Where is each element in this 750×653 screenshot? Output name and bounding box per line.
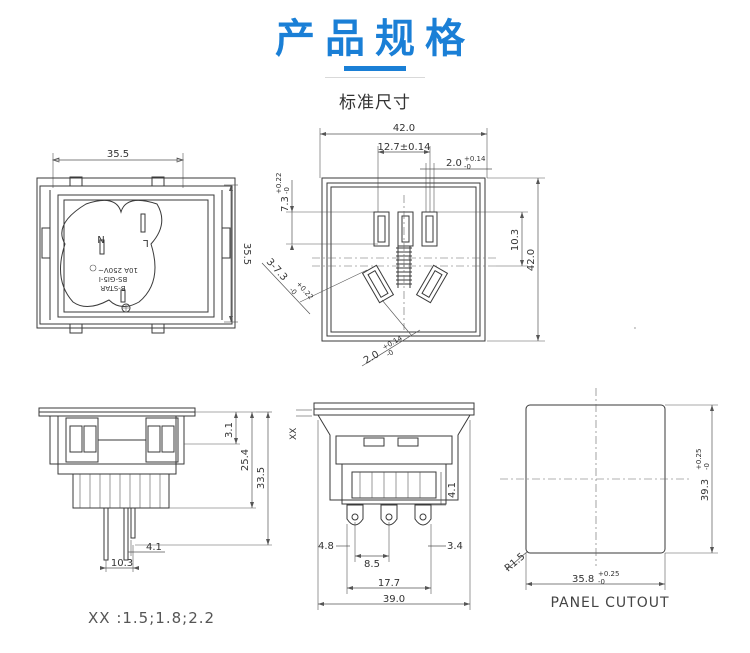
rear-dim-3-4-label: 3.4 xyxy=(447,541,463,552)
slot-depth-label: 7.3 xyxy=(280,196,291,212)
side-dim-top-label: 3.1 xyxy=(224,422,235,438)
slot-width-tol-upper: +0.14 xyxy=(464,155,486,163)
slant-depth-label: 3-7.3 xyxy=(264,257,289,284)
marking-line-2: BS-GI5-I xyxy=(99,275,127,283)
panel-cutout-caption: PANEL CUTOUT xyxy=(550,595,669,611)
front-width-label: 35.5 xyxy=(107,149,129,160)
side-dim-total-label: 33.5 xyxy=(256,467,267,489)
front-view: 35.5 N L B-STAR BS-GI5-I 10A 250V~ xyxy=(36,149,252,334)
cutout-width-tol-lower: -0 xyxy=(598,578,605,586)
side-pin-pitch-label: 10.3 xyxy=(111,558,133,569)
cutout-height-label: 39.3 xyxy=(700,479,711,501)
cutout-width-label: 35.8 xyxy=(572,574,594,585)
rear-dim-4-1-label: 4.1 xyxy=(447,482,458,498)
side-view: 3.1 25.4 33.5 4.1 10.3 xyxy=(38,407,272,572)
pin-l-label: L xyxy=(143,237,149,248)
rear-dim-39-0-label: 39.0 xyxy=(383,594,405,605)
rear-dim-17-7-label: 17.7 xyxy=(378,578,400,589)
slot-spacing-label: 12.7±0.14 xyxy=(378,142,431,153)
rear-dim-4-8-label: 4.8 xyxy=(318,541,334,552)
flange-thickness-note: XX :1.5;1.8;2.2 xyxy=(88,609,215,627)
slant-width-label: 2.0 xyxy=(362,349,381,366)
panel-cutout-view: 39.3 +0.25 -0 35.8 +0.25 -0 R1.5 PANEL C… xyxy=(500,388,718,611)
face-view: 42.0 12.7±0.14 2.0 +0.14 -0 7.3 +0.22 -0 xyxy=(261,123,545,367)
flange-xx-label: XX xyxy=(289,428,299,440)
rear-view: XX 4.1 4.8 3.4 xyxy=(289,402,475,610)
marking-line-1: B-STAR xyxy=(100,284,125,292)
slant-width-tol-lower: -0 xyxy=(385,348,395,358)
page-title: 产品规格 xyxy=(275,16,475,62)
slant-depth-tol-lower: -0 xyxy=(288,286,299,297)
cutout-width-tol-upper: +0.25 xyxy=(598,570,619,578)
face-height-label: 42.0 xyxy=(526,249,537,271)
slot-depth-tol-lower: -0 xyxy=(283,187,291,194)
front-height-label: 35.5 xyxy=(241,243,252,265)
slot-width-tol-lower: -0 xyxy=(464,163,471,171)
slot-width-label: 2.0 xyxy=(446,158,462,169)
side-pin-gap-label: 4.1 xyxy=(146,542,162,553)
marking-line-3: 10A 250V~ xyxy=(98,266,138,274)
row-spacing-label: 10.3 xyxy=(510,229,521,251)
section-subtitle: 标准尺寸 xyxy=(339,93,411,113)
cutout-height-tol-upper: +0.25 xyxy=(695,449,703,470)
title-underline-accent xyxy=(344,66,406,71)
side-dim-mid-label: 25.4 xyxy=(240,449,251,471)
title-divider xyxy=(325,77,425,78)
rear-dim-8-5-label: 8.5 xyxy=(364,559,380,570)
face-width-label: 42.0 xyxy=(393,123,415,134)
cutout-height-tol-lower: -0 xyxy=(703,463,711,470)
pin-n-label: N xyxy=(97,233,104,244)
slot-depth-tol-upper: +0.22 xyxy=(275,173,283,194)
